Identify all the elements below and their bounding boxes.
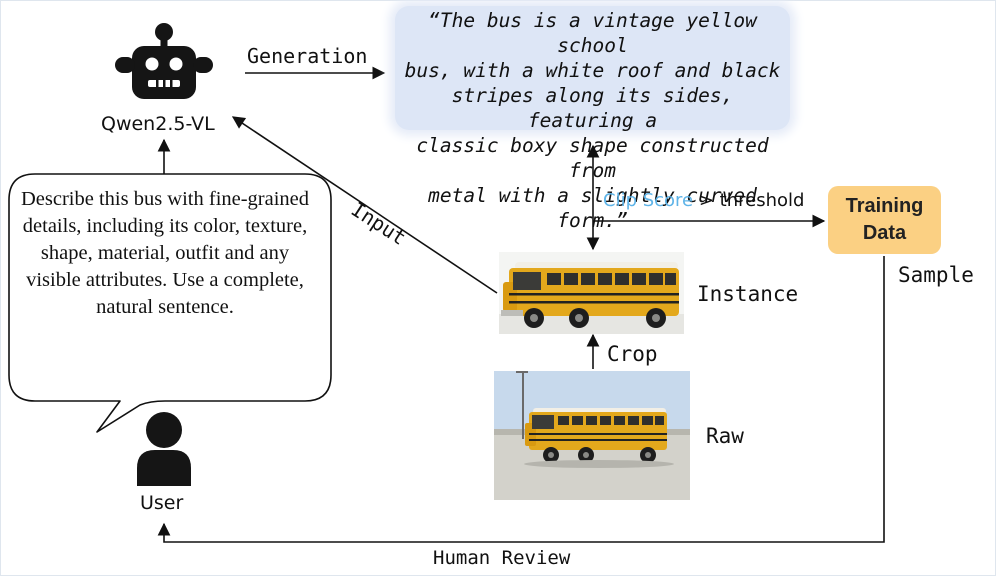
speech-bubble bbox=[8, 173, 332, 433]
human-review-arrow bbox=[157, 256, 885, 543]
prompt-text: Describe this bus with fine-grained deta… bbox=[20, 188, 310, 318]
sample-label: Sample bbox=[898, 263, 974, 287]
caption-text: “The bus is a vintage yellow school bus,… bbox=[404, 9, 781, 232]
threshold-condition: Clip Score > threshold bbox=[603, 190, 804, 211]
model-label: Qwen2.5-VL bbox=[101, 113, 215, 135]
user-icon bbox=[137, 412, 191, 486]
threshold-label: > threshold bbox=[693, 190, 805, 211]
input-arrow bbox=[231, 116, 498, 294]
human-review-label: Human Review bbox=[433, 547, 571, 569]
raw-label: Raw bbox=[706, 424, 744, 448]
instance-image bbox=[499, 252, 684, 334]
raw-image bbox=[494, 371, 690, 500]
clip-score-label: Clip Score bbox=[603, 190, 694, 211]
generation-label: Generation bbox=[247, 44, 368, 68]
caption-box bbox=[395, 6, 790, 130]
instance-label: Instance bbox=[697, 282, 799, 306]
training-data-box: Training Data bbox=[828, 186, 941, 254]
training-data-label: Training Data bbox=[845, 195, 924, 244]
robot-icon bbox=[115, 23, 213, 99]
crop-label: Crop bbox=[607, 342, 658, 366]
user-label: User bbox=[140, 492, 184, 514]
